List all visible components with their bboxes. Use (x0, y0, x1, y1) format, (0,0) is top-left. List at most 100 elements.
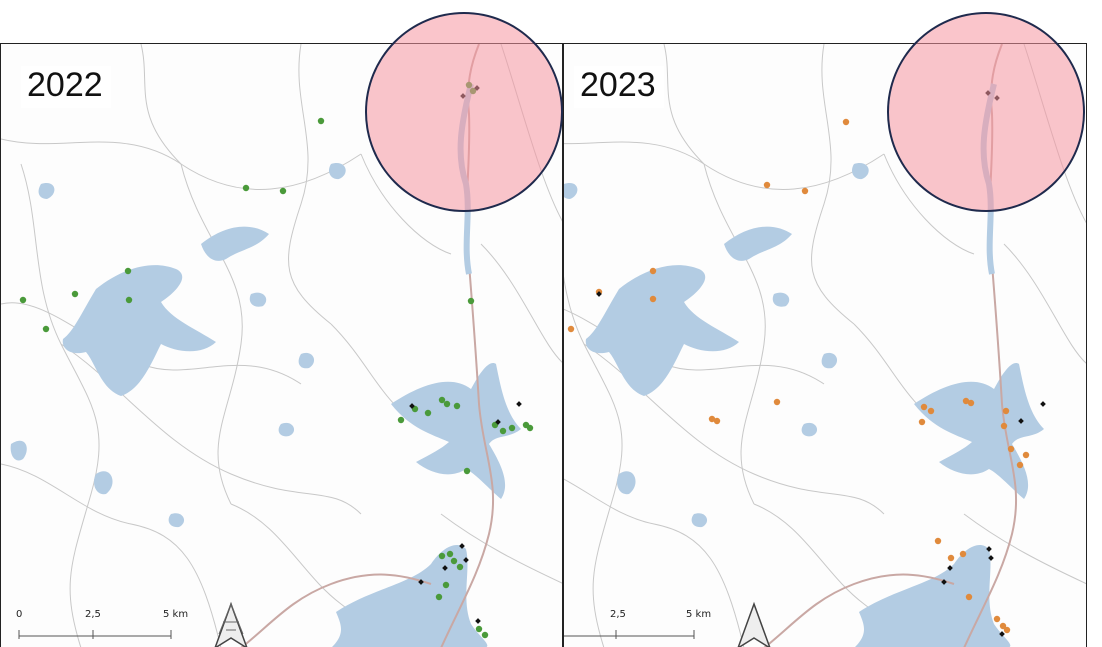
water-body-5 (94, 471, 113, 495)
water-body-1 (724, 226, 792, 261)
year-label-2023: 2023 (574, 66, 664, 108)
admin-boundary-12 (440, 513, 562, 584)
sample-point-9 (927, 407, 935, 415)
admin-boundary-7 (564, 478, 745, 647)
black-point-7 (475, 618, 481, 624)
admin-boundary-5 (360, 153, 452, 255)
sample-point-2 (279, 187, 287, 195)
sample-point-0 (317, 117, 325, 125)
sample-point-1 (763, 181, 771, 189)
sample-point-26 (713, 417, 721, 425)
sample-point-8 (920, 403, 928, 411)
water-body-0 (585, 265, 739, 396)
year-label-2022: 2022 (21, 66, 111, 108)
black-point-0 (596, 291, 602, 297)
water-body-11 (168, 513, 185, 528)
sample-point-10 (438, 396, 446, 404)
sample-point-4 (71, 290, 79, 298)
map-2022 (1, 44, 562, 647)
north-arrow-icon (214, 601, 248, 647)
sample-point-3 (124, 267, 132, 275)
sample-point-13 (397, 416, 405, 424)
scale-label-2-5-right: 2,5 (610, 609, 626, 620)
black-point-7 (999, 631, 1005, 637)
sample-point-24 (1003, 626, 1011, 634)
sample-point-24 (456, 563, 464, 571)
sample-point-16 (1022, 451, 1030, 459)
sample-point-23 (450, 557, 458, 565)
water-body-10 (278, 422, 295, 437)
water-body-0 (62, 265, 217, 396)
sample-point-10 (962, 397, 970, 405)
sample-point-29 (465, 81, 473, 89)
water-body-3 (854, 545, 1011, 647)
black-point-1 (1018, 418, 1024, 424)
sample-point-21 (965, 593, 973, 601)
sample-point-20 (463, 467, 471, 475)
scale-label-5km: 5 km (163, 609, 189, 620)
sample-point-21 (438, 552, 446, 560)
sample-point-11 (443, 400, 451, 408)
black-point-8 (994, 95, 1000, 101)
water-body-8 (328, 162, 346, 180)
north-arrow-hatch (218, 603, 244, 635)
admin-boundary-7 (1, 463, 222, 647)
scale-label-0: 0 (16, 609, 23, 620)
admin-boundary-13 (140, 44, 182, 165)
black-point-5 (947, 565, 953, 571)
sample-point-7 (42, 325, 50, 333)
water-body-6 (249, 292, 267, 307)
sample-point-19 (959, 550, 967, 558)
admin-boundary-3 (703, 163, 766, 505)
black-point-3 (986, 546, 992, 552)
black-point-0 (409, 403, 415, 409)
sample-point-3 (649, 267, 657, 275)
admin-boundary-0 (564, 141, 885, 190)
sample-point-22 (993, 615, 1001, 623)
sample-point-19 (526, 424, 534, 432)
map-panel-2022: 2022 0 2,5 5 km (0, 43, 563, 647)
water-body-8 (851, 162, 869, 180)
sample-point-0 (842, 118, 850, 126)
sample-point-14 (1000, 422, 1008, 430)
water-body-2 (914, 363, 1044, 499)
black-point-2 (516, 401, 522, 407)
water-body-10 (801, 422, 818, 437)
sample-point-26 (435, 593, 443, 601)
sample-point-15 (1007, 445, 1015, 453)
admin-boundary-10 (1023, 44, 1086, 224)
black-point-3 (459, 543, 465, 549)
admin-boundary-10 (500, 44, 562, 222)
sample-point-28 (481, 631, 489, 639)
water-body-3 (331, 545, 488, 647)
water-body-4 (10, 440, 27, 461)
sample-point-6 (567, 325, 575, 333)
water-body-9 (38, 182, 55, 199)
sample-point-16 (499, 427, 507, 435)
sample-point-27 (475, 625, 483, 633)
sample-point-5 (125, 296, 133, 304)
admin-boundary-12 (963, 513, 1086, 585)
black-point-2 (1040, 401, 1046, 407)
north-arrow-shape (214, 601, 248, 647)
sample-point-5 (649, 295, 657, 303)
map-panel-2023: 2023 2,5 5 km (563, 43, 1087, 647)
sample-point-18 (934, 537, 942, 545)
sample-point-17 (1016, 461, 1024, 469)
water-body-7 (821, 352, 838, 369)
sample-point-12 (453, 402, 461, 410)
admin-boundary-3 (180, 163, 243, 505)
admin-boundary-11 (480, 243, 562, 363)
sample-point-11 (967, 399, 975, 407)
scale-label-5km-right: 5 km (686, 609, 712, 620)
admin-boundary-4 (811, 44, 855, 325)
sample-point-1 (242, 184, 250, 192)
sample-point-6 (19, 296, 27, 304)
sample-point-25 (708, 415, 716, 423)
water-body-11 (691, 513, 708, 528)
sample-point-2 (801, 187, 809, 195)
water-body-1 (201, 226, 269, 261)
admin-boundary-4 (288, 44, 332, 325)
north-arrow-shape (737, 601, 771, 647)
admin-boundary-5 (883, 153, 975, 255)
